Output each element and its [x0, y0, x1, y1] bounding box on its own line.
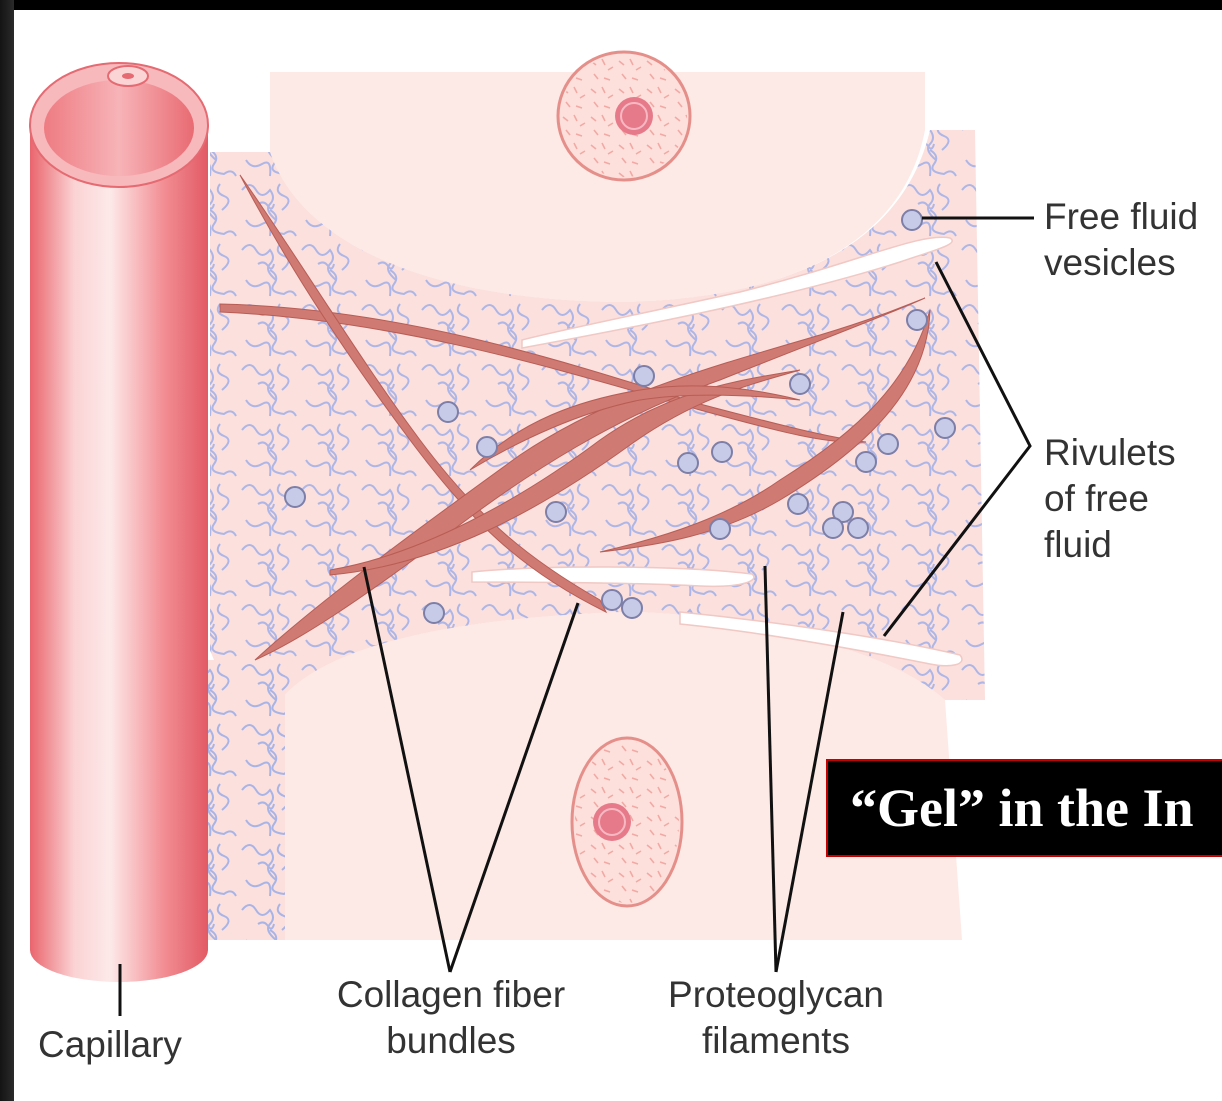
label-line: Collagen fiber — [320, 972, 582, 1018]
title-banner: “Gel” in the In — [826, 759, 1222, 857]
proteoglycan-label: Proteoglycan filaments — [654, 972, 898, 1064]
rivulets-label: Rivulets of free fluid — [1044, 430, 1176, 568]
capillary-tube — [30, 63, 208, 982]
label-line: bundles — [320, 1018, 582, 1064]
title-text: “Gel” in the In — [850, 775, 1194, 841]
label-line: fluid — [1044, 522, 1176, 568]
collagen-label: Collagen fiber bundles — [320, 972, 582, 1064]
label-line: Free fluid — [1044, 194, 1198, 240]
label-line: Rivulets — [1044, 430, 1176, 476]
label-line: vesicles — [1044, 240, 1198, 286]
label-line: of free — [1044, 476, 1176, 522]
lower-cell-body — [572, 738, 682, 906]
capillary-label: Capillary — [38, 1022, 182, 1068]
upper-cell-body — [558, 52, 690, 180]
label-line: Proteoglycan — [654, 972, 898, 1018]
free-fluid-vesicles-label: Free fluid vesicles — [1044, 194, 1198, 286]
label-line: filaments — [654, 1018, 898, 1064]
